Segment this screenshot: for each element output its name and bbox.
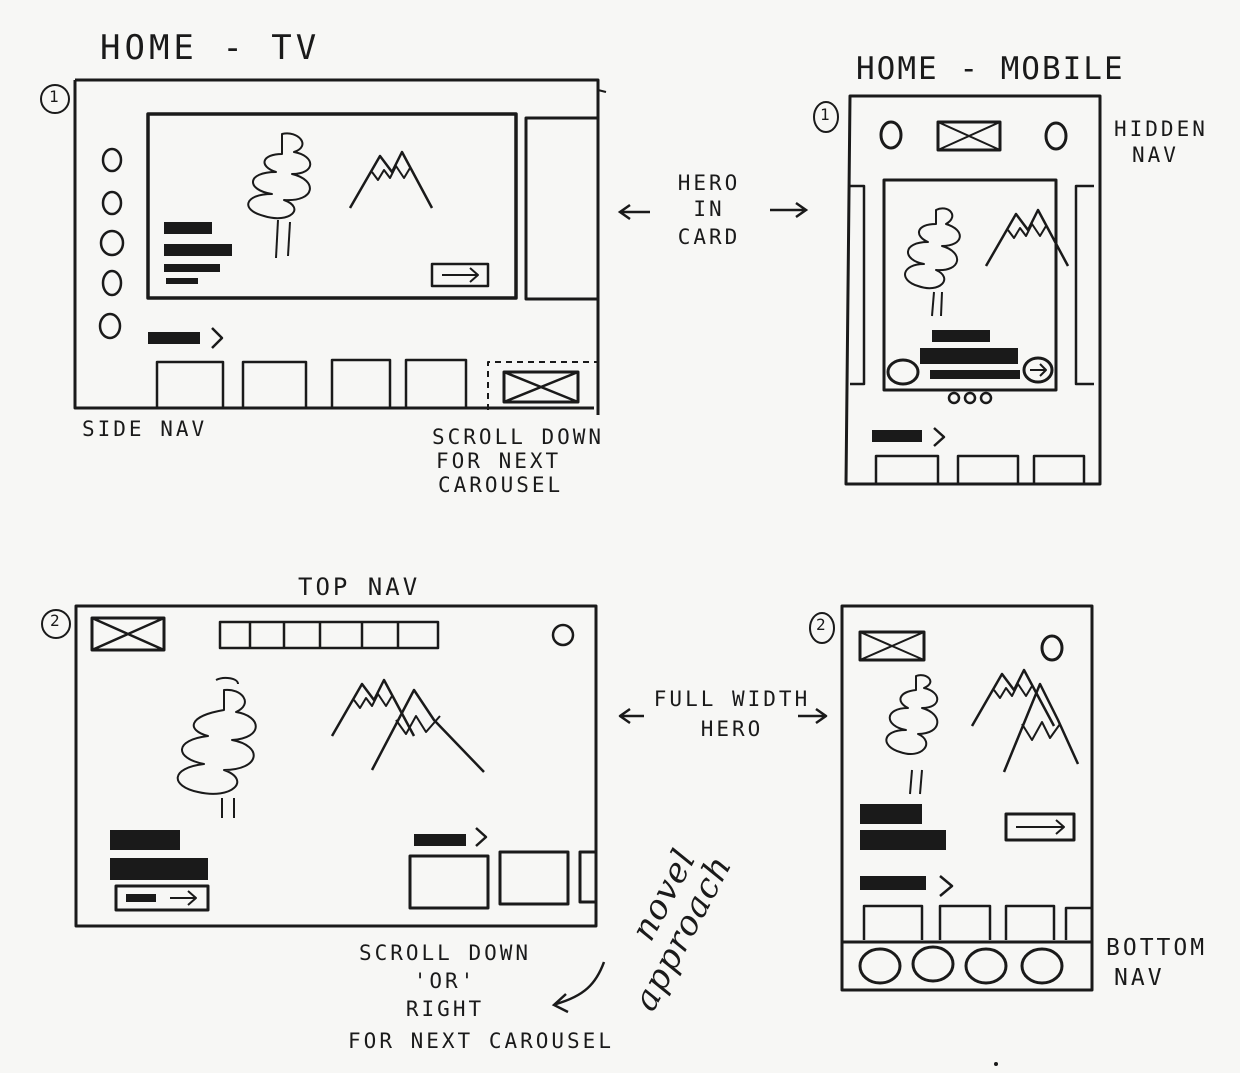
- bottom-nav-label-2: NAV: [1114, 965, 1165, 991]
- novel-approach-arrow: [551, 961, 606, 1014]
- tv2-number: 2: [50, 611, 60, 630]
- hero-in-card-arrows: [617, 201, 809, 221]
- hero-in-card-label-2: IN: [693, 197, 725, 221]
- tv1-title: HOME - TV: [100, 28, 321, 68]
- bottom-nav-label-1: BOTTOM: [1106, 935, 1208, 961]
- tree-icon: [904, 207, 961, 317]
- mobile1-number: 1: [820, 105, 830, 124]
- tv1-scroll-note-3: CAROUSEL: [438, 473, 564, 497]
- mountain-icon: [348, 150, 434, 210]
- hero-in-card-label-3: CARD: [677, 225, 741, 249]
- tv-home-sidenav-sketch: [40, 78, 607, 415]
- tree-icon: [176, 676, 257, 818]
- tv1-scroll-note-1: SCROLL DOWN: [432, 425, 605, 449]
- mobile1-title: HOME - MOBILE: [856, 51, 1125, 87]
- tree-icon: [247, 132, 312, 259]
- tv1-number: 1: [49, 87, 59, 106]
- tv-home-topnav-sketch: [41, 604, 644, 928]
- ink-dot: [994, 1062, 998, 1066]
- mountain-icon: [970, 668, 1056, 728]
- bottom-nav-icons: [858, 945, 1064, 985]
- hero-text-bars: [164, 222, 232, 284]
- top-nav-label: TOP NAV: [298, 573, 421, 601]
- side-nav-label: SIDE NAV: [82, 417, 208, 441]
- carousel-tiles: [155, 358, 598, 410]
- hidden-nav-label-2: NAV: [1132, 143, 1179, 167]
- tv2-scroll-note-1: SCROLL DOWN: [358, 941, 532, 965]
- tv2-scroll-note-4: FOR NEXT CAROUSEL: [348, 1029, 614, 1053]
- full-width-hero-label-2: HERO: [700, 717, 764, 741]
- tv2-scroll-note-3: RIGHT: [405, 997, 485, 1021]
- hidden-nav-label-1: HIDDEN: [1114, 117, 1208, 141]
- mobile-home-hidden-nav-sketch: [813, 94, 1102, 486]
- side-nav-icons: [98, 147, 125, 340]
- hero-in-card-label-1: HERO: [677, 171, 741, 195]
- mobile2-number: 2: [816, 615, 826, 634]
- tree-icon: [885, 674, 939, 795]
- full-width-hero-label-1: FULL WIDTH: [653, 687, 811, 711]
- top-nav-tabs: [218, 620, 440, 650]
- tv2-scroll-note-2: 'OR': [413, 969, 477, 993]
- mobile-home-bottom-nav-sketch: [798, 604, 1094, 992]
- tv1-scroll-note-2: FOR NEXT: [436, 449, 562, 473]
